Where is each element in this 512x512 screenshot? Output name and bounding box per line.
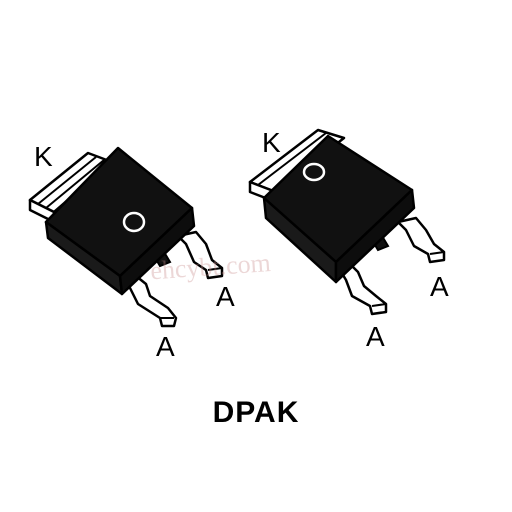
left-anode-label-lower: A: [156, 331, 175, 362]
right-body-side-right: [334, 188, 416, 284]
left-anode-label-right: A: [216, 281, 235, 312]
right-lead-a2: [396, 216, 446, 264]
left-body-side-right: [118, 206, 196, 296]
right-lead-a1: [338, 262, 388, 316]
left-heatsink-tab: [28, 151, 114, 224]
right-dpak-package: [248, 128, 446, 316]
left-orientation-dimple: [122, 211, 146, 233]
right-orientation-dimple: [302, 162, 326, 182]
left-lead-a1: [120, 274, 178, 328]
package-title: DPAK: [213, 396, 300, 429]
left-cathode-label: K: [34, 141, 53, 172]
right-cathode-label: K: [262, 127, 281, 158]
watermark-text: ehcybt.com: [149, 248, 271, 285]
right-anode-label-right: A: [430, 271, 449, 302]
left-lead-a2: [176, 230, 224, 280]
left-dpak-package: [28, 146, 224, 328]
right-anode-label-lower: A: [366, 321, 385, 352]
